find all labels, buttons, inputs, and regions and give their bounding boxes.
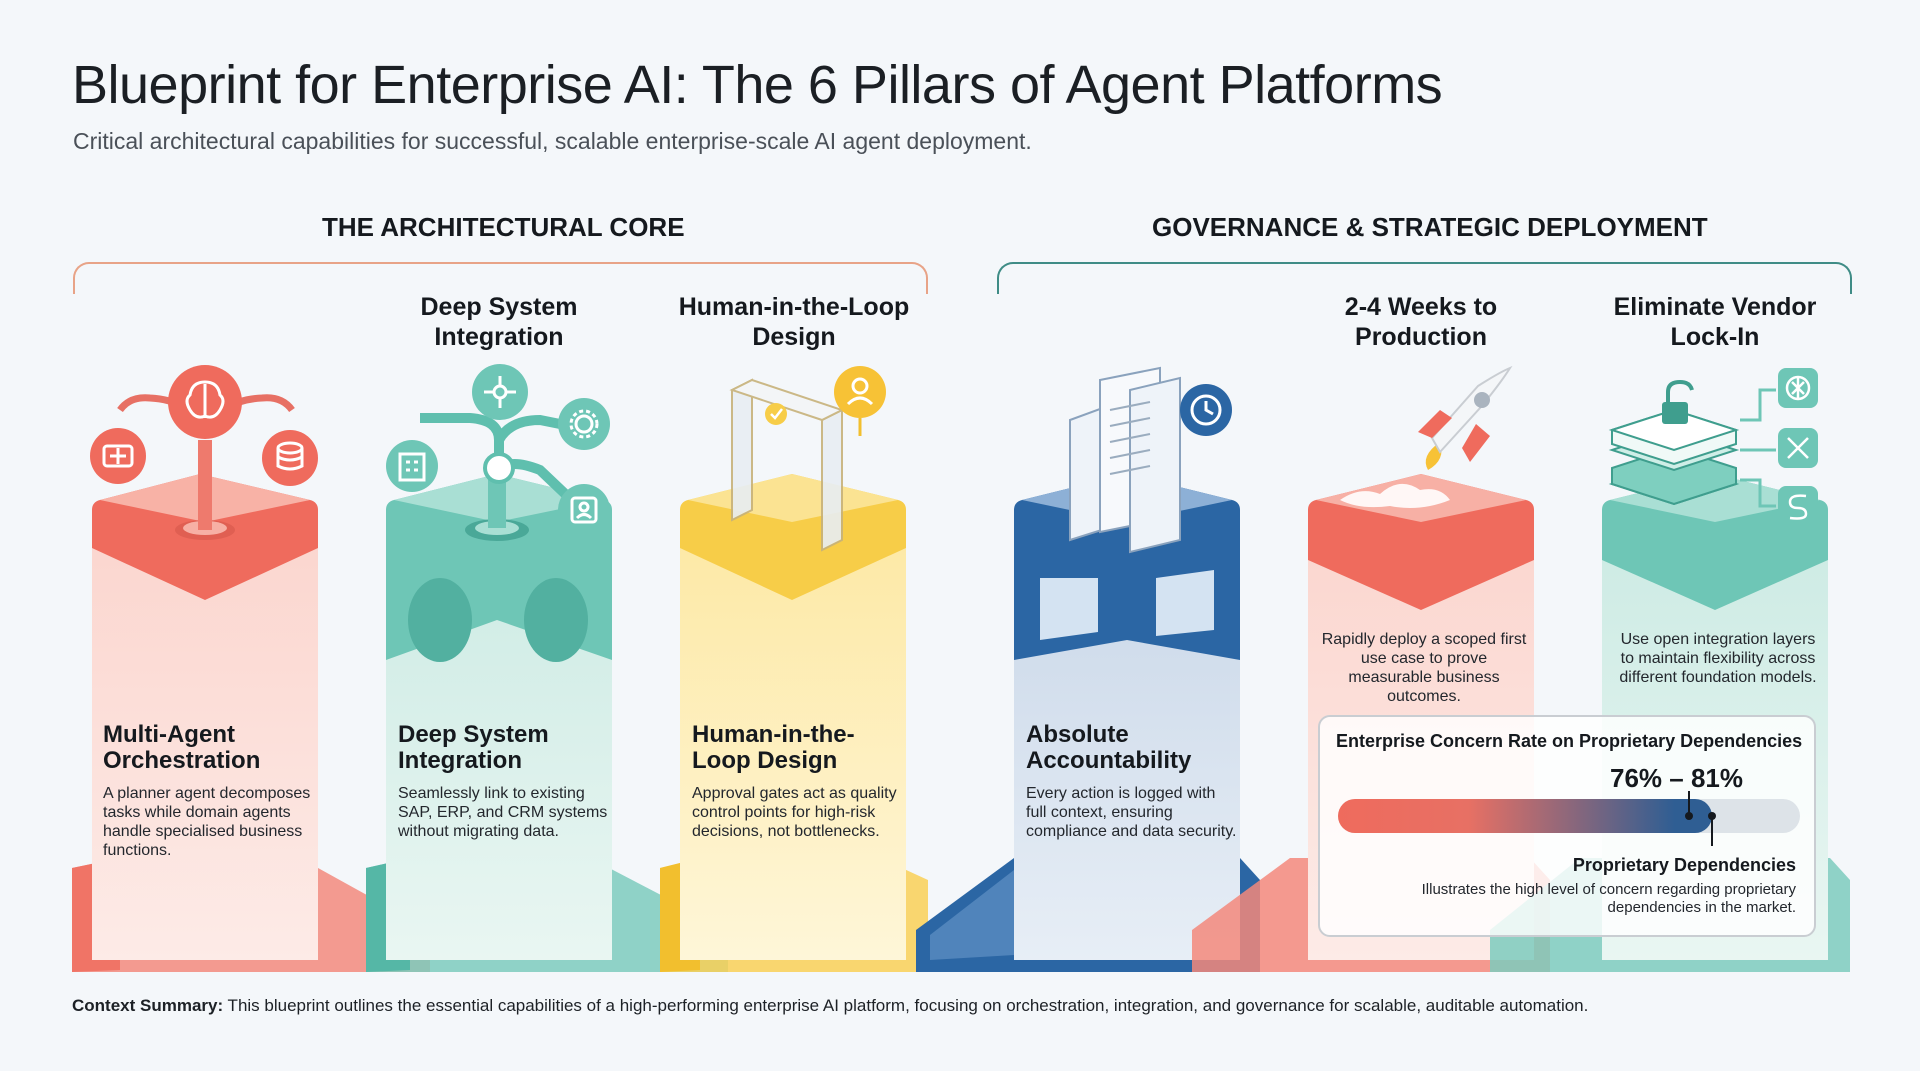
concern-rate-panel: Enterprise Concern Rate on Proprietary D…: [1318, 715, 1816, 937]
concern-rate-note: Illustrates the high level of concern re…: [1421, 881, 1796, 916]
context-summary-label: Context Summary:: [72, 996, 224, 1015]
context-summary: Context Summary: This blueprint outlines…: [72, 996, 1588, 1016]
pillar-absolute-accountability: [916, 366, 1260, 972]
concern-rate-label: Proprietary Dependencies: [1572, 855, 1796, 875]
pillar-name-accountability: Absolute Accountability: [1026, 721, 1192, 774]
pillar-desc-accountability: Every action is logged with full context…: [1026, 785, 1237, 840]
pillar-desc-weeks: Rapidly deploy a scoped first use case t…: [1321, 631, 1527, 705]
context-summary-text: This blueprint outlines the essential ca…: [223, 996, 1589, 1015]
concern-rate-high-marker: [1711, 816, 1714, 846]
page-subtitle: Critical architectural capabilities for …: [73, 128, 1032, 154]
section-bracket-governance: [997, 262, 1852, 294]
pillar-multi-agent-orchestration: [72, 365, 430, 972]
pillar-human-in-the-loop: [660, 366, 928, 972]
concern-rate-high-dot: [1708, 812, 1717, 820]
concern-rate-low-marker: [1688, 791, 1691, 815]
pillar-desc-integration: Seamlessly link to existing SAP, ERP, an…: [398, 785, 608, 840]
section-heading-architectural-core: THE ARCHITECTURAL CORE: [322, 212, 685, 242]
concern-rate-bar: [1338, 799, 1713, 833]
section-heading-governance: GOVERNANCE & STRATEGIC DEPLOYMENT: [1152, 212, 1708, 242]
section-bracket-core: [73, 262, 928, 294]
pillar-desc-vendor: Use open integration layers to maintain …: [1619, 631, 1817, 686]
pillar-name-orchestration: Multi-Agent Orchestration: [103, 721, 261, 774]
pillar-deep-system-integration: [366, 364, 728, 972]
concern-rate-value: 76% – 81%: [1610, 763, 1743, 793]
concern-rate-low-dot: [1685, 812, 1694, 820]
pillar-top-label-human-loop: Human-in-the-Loop Design: [678, 293, 910, 351]
page-title: Blueprint for Enterprise AI: The 6 Pilla…: [72, 55, 1443, 115]
pillar-top-label-vendor: Eliminate Vendor Lock-In: [1613, 293, 1817, 351]
pillar-name-integration: Deep System Integration: [398, 721, 549, 774]
concern-rate-title: Enterprise Concern Rate on Proprietary D…: [1336, 731, 1803, 751]
pillar-name-human-loop: Human-in-the-Loop Design: [692, 721, 855, 774]
concern-rate-track: [1338, 799, 1800, 833]
pillar-desc-human-loop: Approval gates act as quality control po…: [692, 785, 897, 840]
pillar-top-label-integration: Deep System Integration: [420, 293, 578, 351]
pillar-desc-orchestration: A planner agent decomposes tasks while d…: [103, 785, 311, 859]
pillar-top-label-weeks: 2-4 Weeks to Production: [1344, 293, 1498, 351]
